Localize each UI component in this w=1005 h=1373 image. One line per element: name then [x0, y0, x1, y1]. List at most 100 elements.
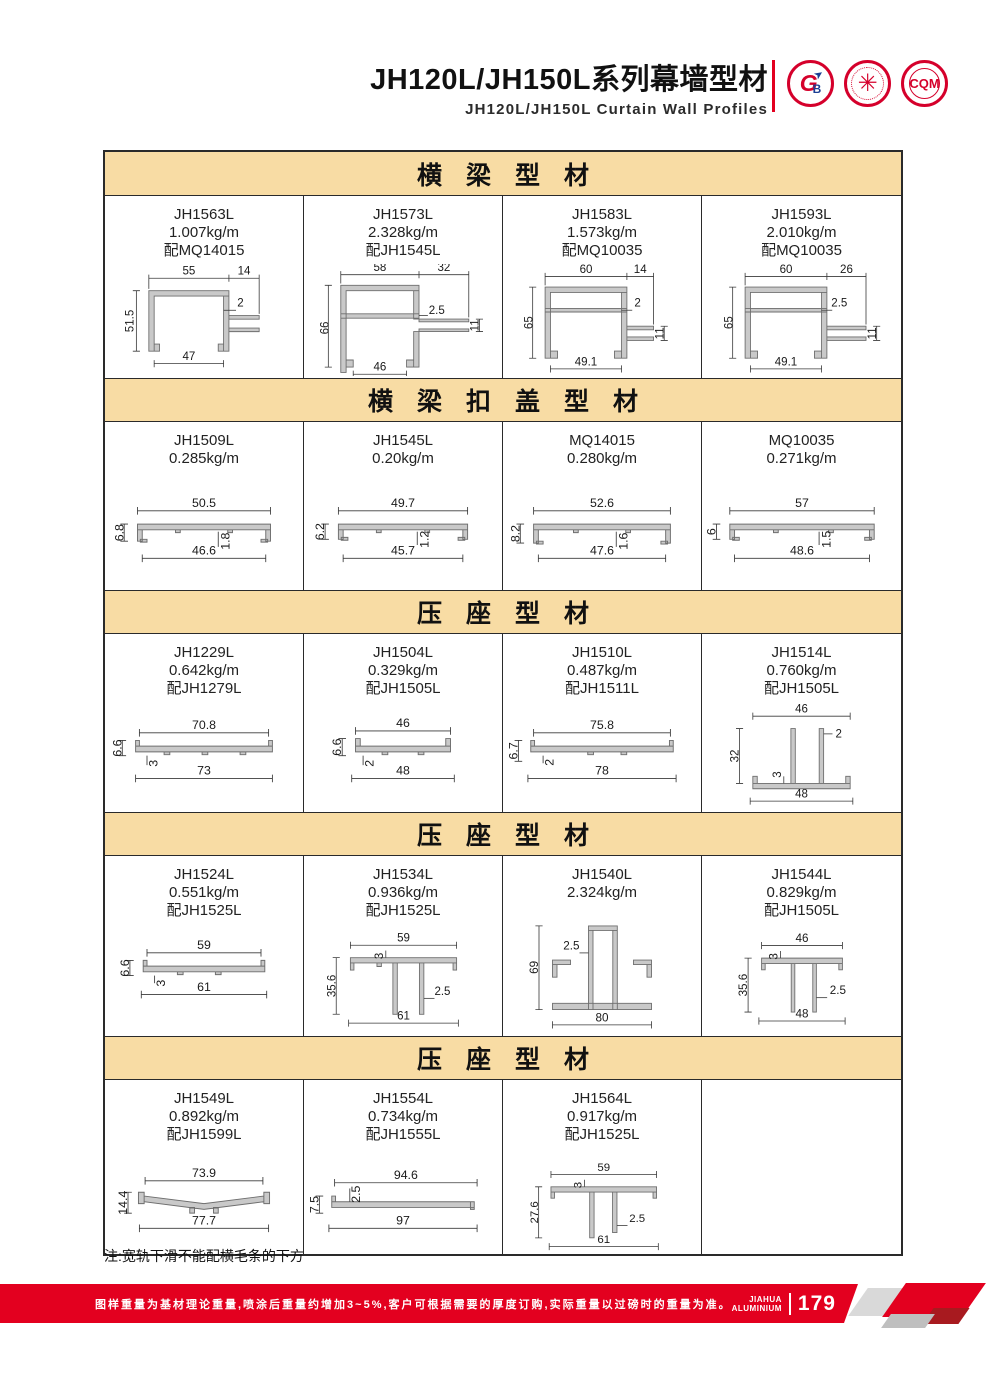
profile-match: 配JH1545L — [365, 242, 441, 259]
dim-top: 58 — [373, 264, 386, 274]
section-title: 压座型材 — [105, 590, 901, 634]
profile-weight: 0.829kg/m — [766, 884, 837, 901]
dim-height: 65 — [524, 316, 536, 329]
dim-lip: 3 — [573, 1182, 585, 1188]
dim-height: 6.8 — [112, 524, 126, 541]
profile-cell-jh1509l: JH1509L 0.285kg/m 50.5 6.8 1.8 46.6 — [105, 422, 304, 590]
profile-code: JH1583L — [571, 206, 633, 223]
profile-drawing: 49.7 6.2 1.2 45.7 — [313, 496, 469, 563]
dim-bottom: 46.6 — [192, 544, 216, 558]
dim-bottom: 61 — [397, 1011, 410, 1023]
quality-badge-icon: ✳ — [844, 60, 891, 107]
profile-code: JH1510L — [571, 644, 633, 661]
profile-drawing: 50.5 6.8 1.8 46.6 — [112, 496, 271, 563]
profile-code: JH1509L — [173, 432, 235, 449]
dim-bottom: 48.6 — [789, 544, 813, 558]
profile-drawing: 57 6 1.5 48.6 — [707, 496, 875, 563]
dim-thick: 2.5 — [563, 939, 580, 952]
header-divider — [772, 60, 775, 112]
dim-top: 70.8 — [192, 718, 216, 732]
dim-ext: 26 — [840, 264, 853, 276]
dim-bottom: 46 — [373, 362, 386, 374]
profile-drawing: 60 26 2.5 11 65 49.1 — [723, 264, 880, 373]
cqm-certification-icon: CQM — [901, 60, 948, 107]
dim-arm: 11 — [654, 327, 666, 339]
profile-cell-jh1510l: JH1510L 0.487kg/m 配JH1511L 75.8 6.7 2 78 — [503, 634, 702, 812]
dim-top: 46 — [396, 716, 410, 730]
profile-cell-jh1593l: JH1593L 2.010kg/m 配MQ10035 60 26 2.5 11 … — [702, 196, 901, 378]
profile-code: JH1563L — [173, 206, 235, 223]
profile-code: JH1573L — [372, 206, 434, 223]
profile-weight: 1.007kg/m — [168, 224, 240, 241]
dim-bottom: 77.7 — [192, 1214, 216, 1228]
footer-disclaimer: 图样重量为基材理论重量,喷涂后重量约增加3~5%,客户可根据需要的厚度订购,实际… — [95, 1298, 732, 1311]
brand-name-2: ALUMINIUM — [731, 1303, 782, 1313]
profile-weight: 0.285kg/m — [168, 450, 240, 467]
profile-drawing: 59 6.6 3 61 — [118, 938, 268, 999]
profile-drawing: 2.5 69 80 — [528, 925, 652, 1029]
dim-ext: 14 — [238, 266, 251, 278]
dim-top: 59 — [197, 938, 211, 952]
profile-match: 配JH1525L — [564, 1126, 640, 1143]
dim-top: 46 — [795, 704, 808, 716]
section-pressure-plate-profiles-1: 压座型材 JH1229L 0.642kg/m 配JH1279L 70.8 6.6… — [105, 590, 901, 812]
dim-height: 35.6 — [326, 975, 338, 997]
profile-cell-jh1540l: JH1540L 2.324kg/m 2.5 69 80 — [503, 856, 702, 1036]
dim-height: 6 — [707, 528, 719, 535]
dim-ext: 14 — [634, 264, 647, 276]
section-pressure-plate-profiles-2: 压座型材 JH1524L 0.551kg/m 配JH1525L 59 6.6 3… — [105, 812, 901, 1036]
dim-bottom: 80 — [595, 1011, 609, 1024]
profile-drawing: 46 32 2 3 48 — [730, 704, 854, 805]
dim-top: 52.6 — [590, 496, 614, 510]
profile-code: JH1524L — [173, 866, 235, 883]
profile-code: MQ10035 — [768, 432, 835, 449]
dim-bottom: 48 — [795, 789, 808, 801]
profile-weight: 0.734kg/m — [367, 1108, 439, 1125]
profile-weight: 0.271kg/m — [766, 450, 837, 467]
page-title: JH120L/JH150L系列幕墙型材 — [370, 64, 768, 96]
dim-thick: 2 — [634, 298, 640, 310]
profile-code: MQ14015 — [569, 432, 635, 449]
profile-weight: 1.573kg/m — [566, 224, 638, 241]
profile-cell-jh1554l: JH1554L 0.734kg/m 配JH1555L 94.6 2.5 7.5 … — [304, 1080, 503, 1254]
profile-code: JH1534L — [372, 866, 434, 883]
dim-top: 55 — [182, 266, 195, 278]
dim-top: 60 — [779, 264, 792, 276]
dim-thick: 1.2 — [418, 531, 432, 548]
profile-code: JH1554L — [372, 1090, 434, 1107]
profile-drawing: 58 32 2.5 11 66 46 — [319, 264, 483, 376]
dim-top: 46 — [795, 932, 808, 945]
profile-cell-jh1563l: JH1563L 1.007kg/m 配MQ14015 55 14 2 51.5 … — [105, 196, 304, 378]
page-number: 179 — [797, 1291, 836, 1315]
profile-drawing: 75.8 6.7 2 78 — [507, 718, 677, 783]
dim-height: 51.5 — [125, 310, 137, 332]
dim-height: 6.6 — [110, 739, 124, 756]
profile-match: 配MQ10035 — [561, 242, 643, 259]
dim-top: 60 — [580, 264, 593, 276]
section-beam-cover-profiles: 横梁扣盖型材 JH1509L 0.285kg/m 50.5 6.8 1.8 46… — [105, 378, 901, 590]
dim-bottom: 48 — [795, 1007, 808, 1020]
brand-divider — [789, 1293, 791, 1315]
dim-lip: 3 — [772, 771, 784, 777]
dim-height: 7.5 — [308, 1196, 321, 1213]
section-title: 横梁型材 — [105, 152, 901, 196]
profile-match: 配JH1505L — [365, 680, 441, 697]
profile-match: 配MQ10035 — [761, 242, 842, 259]
profile-code: JH1514L — [771, 644, 832, 661]
profile-cell-jh1545l: JH1545L 0.20kg/m 49.7 6.2 1.2 45.7 — [304, 422, 503, 590]
profile-weight: 0.892kg/m — [168, 1108, 240, 1125]
profile-code: JH1545L — [372, 432, 434, 449]
dim-thick: 1.8 — [219, 532, 233, 549]
profile-code: JH1504L — [372, 644, 434, 661]
dim-top: 57 — [795, 496, 809, 510]
profile-match: 配JH1555L — [365, 1126, 441, 1143]
dim-thick: 3 — [154, 980, 168, 987]
profile-match: 配JH1505L — [763, 902, 840, 919]
profile-weight: 0.642kg/m — [168, 662, 240, 679]
profile-cell-jh1504l: JH1504L 0.329kg/m 配JH1505L 46 6.6 2 48 — [304, 634, 503, 812]
dim-thick: 2.5 — [831, 298, 847, 310]
section-title: 横梁扣盖型材 — [105, 378, 901, 422]
section-title: 压座型材 — [105, 1036, 901, 1080]
profile-cell-jh1534l: JH1534L 0.936kg/m 配JH1525L 59 3 35.6 2.5… — [304, 856, 503, 1036]
dim-height: 6.6 — [118, 959, 132, 976]
